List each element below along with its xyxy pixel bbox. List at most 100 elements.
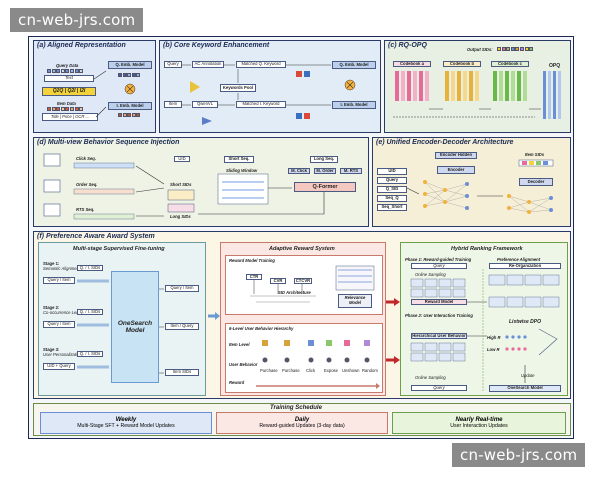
daily-body: Reward-guided Updates (3-day data): [259, 423, 345, 429]
long-sids-label: Long SIDs: [170, 214, 191, 219]
listwise-dpo-label: Listwise DPO: [509, 319, 541, 325]
onesearch-model-hybrid: OneSearch Model: [489, 385, 561, 392]
panel-d-title: (d) Multi-view Behavior Sequence Injecti…: [37, 139, 180, 146]
ac-annotation-box: AC Annotation: [192, 61, 224, 68]
input-seq-q: Seq_Q: [377, 195, 407, 202]
qsids-box-1: Q. / I. SIDs: [77, 265, 103, 271]
phase2-query-box: Query: [411, 385, 467, 391]
q-emb-output: [118, 73, 141, 77]
panel-f-title: (f) Preference Aware Award System: [37, 233, 155, 240]
panel-e-title: (e) Unified Encoder-Decoder Architecture: [376, 139, 514, 146]
panel-b-title: (b) Core Keyword Enhancement: [163, 42, 270, 49]
short-seq-box: Short Seq.: [224, 156, 254, 163]
behavior-2: Purchase: [282, 368, 300, 373]
stage2-right: Item / Query: [165, 323, 199, 330]
panel-b-arrows: [182, 64, 356, 125]
adaptive-reward-panel: Adaptive Reward System Reward Model Trai…: [220, 242, 386, 396]
hierarchy-title: 6-Level User Behavior Hierarchy: [229, 326, 294, 331]
realtime-head: Nearly Real-time: [455, 417, 503, 423]
weekly-body: Multi-Stage SFT + Reward Model Updates: [77, 423, 175, 429]
mssft-panel: Multi-stage Supervised Fine-tuning Stage…: [38, 242, 206, 396]
realtime-body: User Interaction Updates: [450, 423, 508, 429]
item-seq: [47, 107, 84, 111]
query-data-label: Query Data: [56, 63, 79, 68]
reward-model-box: Reward Model: [411, 299, 467, 305]
encoder-box: Encoder: [437, 166, 475, 174]
adaptive-title: Adaptive Reward System: [269, 246, 335, 252]
hier-user-box: Hierarchical User Behavior: [411, 333, 467, 339]
rm-training-panel: Reward Model Training CTR CVR CTCVR SID …: [225, 255, 383, 315]
mssft-title: Multi-stage Supervised Fine-tuning: [73, 246, 165, 252]
behavior-4: Expose: [324, 368, 338, 373]
reorg-box: Re-Organization: [489, 263, 561, 269]
q-formula-box: Q2Q | Q2I | I2I: [42, 87, 96, 96]
output-sids-seq: [497, 47, 534, 51]
panel-f: (f) Preference Aware Award System Multi-…: [33, 231, 571, 399]
q-emb-model-b: Q. Emb. Model: [332, 61, 376, 69]
panel-c: (c) RQ-OPQ Output SIDs: Codebook a Codeb…: [384, 40, 571, 133]
i-emb-output: [118, 113, 141, 117]
item-level-label: Item Level: [229, 342, 250, 347]
behavior-3: Click: [306, 368, 316, 373]
matched-i-keyword-box: Matched I. Keyword: [236, 101, 286, 108]
phase1-label: Phase 1: Reward-guided Training: [405, 257, 472, 262]
behavior-5: Unshown: [342, 368, 360, 373]
output-sids-label: Output SIDs:: [467, 47, 493, 52]
uid-box-d: UID: [174, 156, 190, 162]
b-query-box: Query: [164, 61, 182, 68]
stage2-name: Co-occurrence Learning: [43, 310, 88, 315]
reward-label: Reward: [229, 380, 245, 385]
hybrid-title: Hybrid Ranking Framework: [451, 246, 523, 252]
query-seq: [47, 69, 84, 73]
item-fields-box: Title | Price | OCR ...: [42, 113, 98, 121]
b-item-box: Item: [164, 101, 182, 108]
opq-label: OPQ: [549, 63, 561, 69]
cvr-box: CVR: [270, 278, 286, 284]
stage2-left: Query / Item: [43, 321, 75, 328]
phase1-query-box: Query: [411, 263, 467, 269]
user-behavior-label: User Behavior: [229, 362, 258, 367]
weekly-head: Weekly: [115, 417, 137, 423]
order-seq-label: Order Seq.: [76, 182, 98, 187]
stage2-label: Stage 2:: [43, 305, 60, 310]
codebook-c: Codebook c: [491, 61, 529, 67]
hierarchy-icons: [256, 340, 380, 389]
panel-b: (b) Core Keyword Enhancement Query AC An…: [159, 40, 381, 133]
input-seq-short: Seq_Short: [377, 204, 407, 211]
onesearch-model-sft: OneSearch Model: [111, 271, 159, 383]
behavior-1: Purchase: [260, 368, 278, 373]
sliding-window-label: Sliding Window: [226, 168, 258, 173]
stage1-left: Query / Item: [43, 277, 75, 284]
codebook-b: Codebook b: [443, 61, 481, 67]
relevance-model-box: Relevance Model: [338, 294, 372, 308]
hierarchy-panel: 6-Level User Behavior Hierarchy Item Lev…: [225, 323, 383, 393]
stage1-name: Semantic Alignment: [43, 266, 81, 271]
schedule-title: Training Schedule: [270, 405, 322, 411]
online-sampling-1: Online Sampling: [415, 272, 446, 277]
m-order-box: M. Order: [314, 168, 336, 174]
update-label: Update: [521, 373, 535, 378]
stage3-label: Stage 3:: [43, 347, 60, 352]
watermark-top: cn-web-jrs.com: [10, 8, 144, 32]
schedule-panel: Training Schedule Weekly Multi-Stage SFT…: [33, 403, 571, 436]
rts-seq-label: RTS Seq.: [76, 207, 95, 212]
i-emb-model-a: I. Emb. Model: [108, 102, 152, 110]
click-seq-label: Click Seq.: [76, 156, 97, 161]
short-sids-label: Short SIDs: [170, 182, 192, 187]
panel-d: (d) Multi-view Behavior Sequence Injecti…: [33, 137, 369, 227]
q-emb-model-a: Q. Emb. Model: [108, 61, 152, 69]
i-emb-model-b: I. Emb. Model: [332, 101, 376, 109]
qsids-box-3: Q. / I. SIDs: [77, 351, 103, 357]
matched-q-keyword-box: Matched Q. Keyword: [236, 61, 286, 68]
panel-c-title: (c) RQ-OPQ: [388, 42, 427, 49]
stage1-label: Stage 1:: [43, 261, 60, 266]
hybrid-ranking-panel: Hybrid Ranking Framework Phase 1: Reward…: [400, 242, 568, 396]
item-data-label: Item Data: [57, 101, 76, 106]
online-sampling-2: Online Sampling: [415, 375, 446, 380]
stage3-name: User Personalization: [43, 352, 82, 357]
item-sids-label: Item SIDs: [525, 152, 545, 157]
keywords-pool-box: Keywords Pool: [220, 84, 256, 92]
decoder-box: Decoder: [519, 178, 553, 186]
phase2-label: Phase 2: User Interaction Training: [405, 313, 473, 318]
panel-e: (e) Unified Encoder-Decoder Architecture…: [372, 137, 571, 227]
